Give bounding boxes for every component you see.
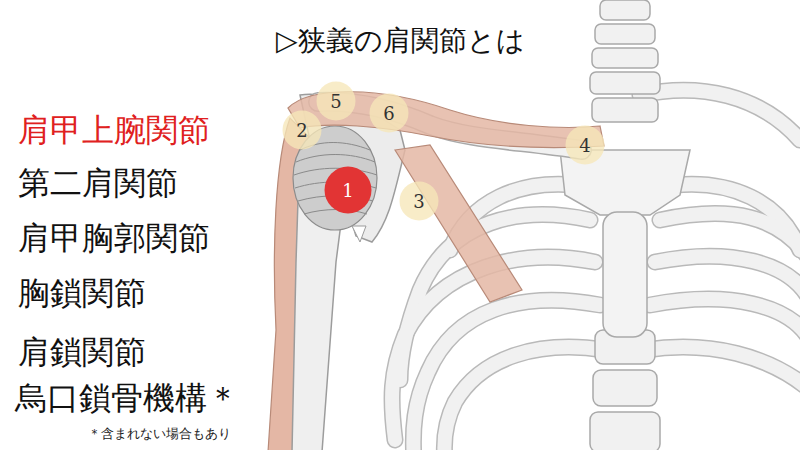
- coracoid: [352, 226, 366, 242]
- rib: [650, 299, 800, 340]
- joint-name: 胸鎖関節: [18, 273, 146, 313]
- joint-name: 肩甲上腕関節: [18, 110, 210, 150]
- ribs: [392, 90, 800, 450]
- vertebra: [590, 412, 660, 450]
- rib-fills: [392, 90, 800, 450]
- circle-fill: [566, 126, 605, 165]
- joint-name: 烏口鎖骨機構＊: [15, 378, 239, 418]
- rib: [645, 347, 800, 390]
- joint-name: 肩甲胸郭関節: [18, 218, 210, 258]
- rib: [645, 347, 800, 390]
- rib-outlines: [392, 90, 800, 450]
- vertebra: [600, 0, 650, 20]
- title: ▷狭義の肩関節とは: [276, 22, 525, 60]
- footnote: ＊含まれない場合もあり: [88, 426, 231, 442]
- pectoralis-minor: [395, 145, 522, 302]
- callout-circle: 1: [324, 166, 372, 214]
- callout-number: 6: [369, 93, 409, 133]
- circle-fill: [370, 94, 409, 133]
- callout-number: 2: [282, 110, 322, 150]
- callout-number: 5: [316, 81, 356, 121]
- sternal-body: [603, 212, 647, 337]
- rib: [650, 299, 800, 340]
- callout-number: 1: [324, 166, 372, 214]
- callout-circle: 4: [565, 125, 605, 165]
- callout-circle: 3: [399, 181, 439, 221]
- rib: [640, 90, 800, 140]
- circle-fill: [400, 182, 439, 221]
- sternum: [560, 150, 690, 337]
- vertebra: [592, 48, 658, 68]
- muscle-fibers: [294, 143, 377, 215]
- callout-circle: 5: [316, 81, 356, 121]
- circle-fill: [283, 111, 322, 150]
- vertebra: [590, 72, 660, 94]
- callout-circle: 2: [282, 110, 322, 150]
- circle-fill: [325, 167, 372, 214]
- rib: [444, 347, 605, 450]
- callout-number: 4: [565, 125, 605, 165]
- joint-name: 肩鎖関節: [18, 332, 146, 372]
- vertebra: [595, 24, 655, 44]
- vertebra: [593, 370, 657, 406]
- vertebra: [592, 98, 658, 122]
- rib: [444, 347, 605, 450]
- fiber: [296, 155, 375, 163]
- spine: [590, 0, 660, 450]
- callout-number: 3: [399, 181, 439, 221]
- joint-name: 第二肩関節: [18, 163, 178, 203]
- rib: [640, 90, 800, 140]
- circle-fill: [317, 82, 356, 121]
- callout-circle: 6: [369, 93, 409, 133]
